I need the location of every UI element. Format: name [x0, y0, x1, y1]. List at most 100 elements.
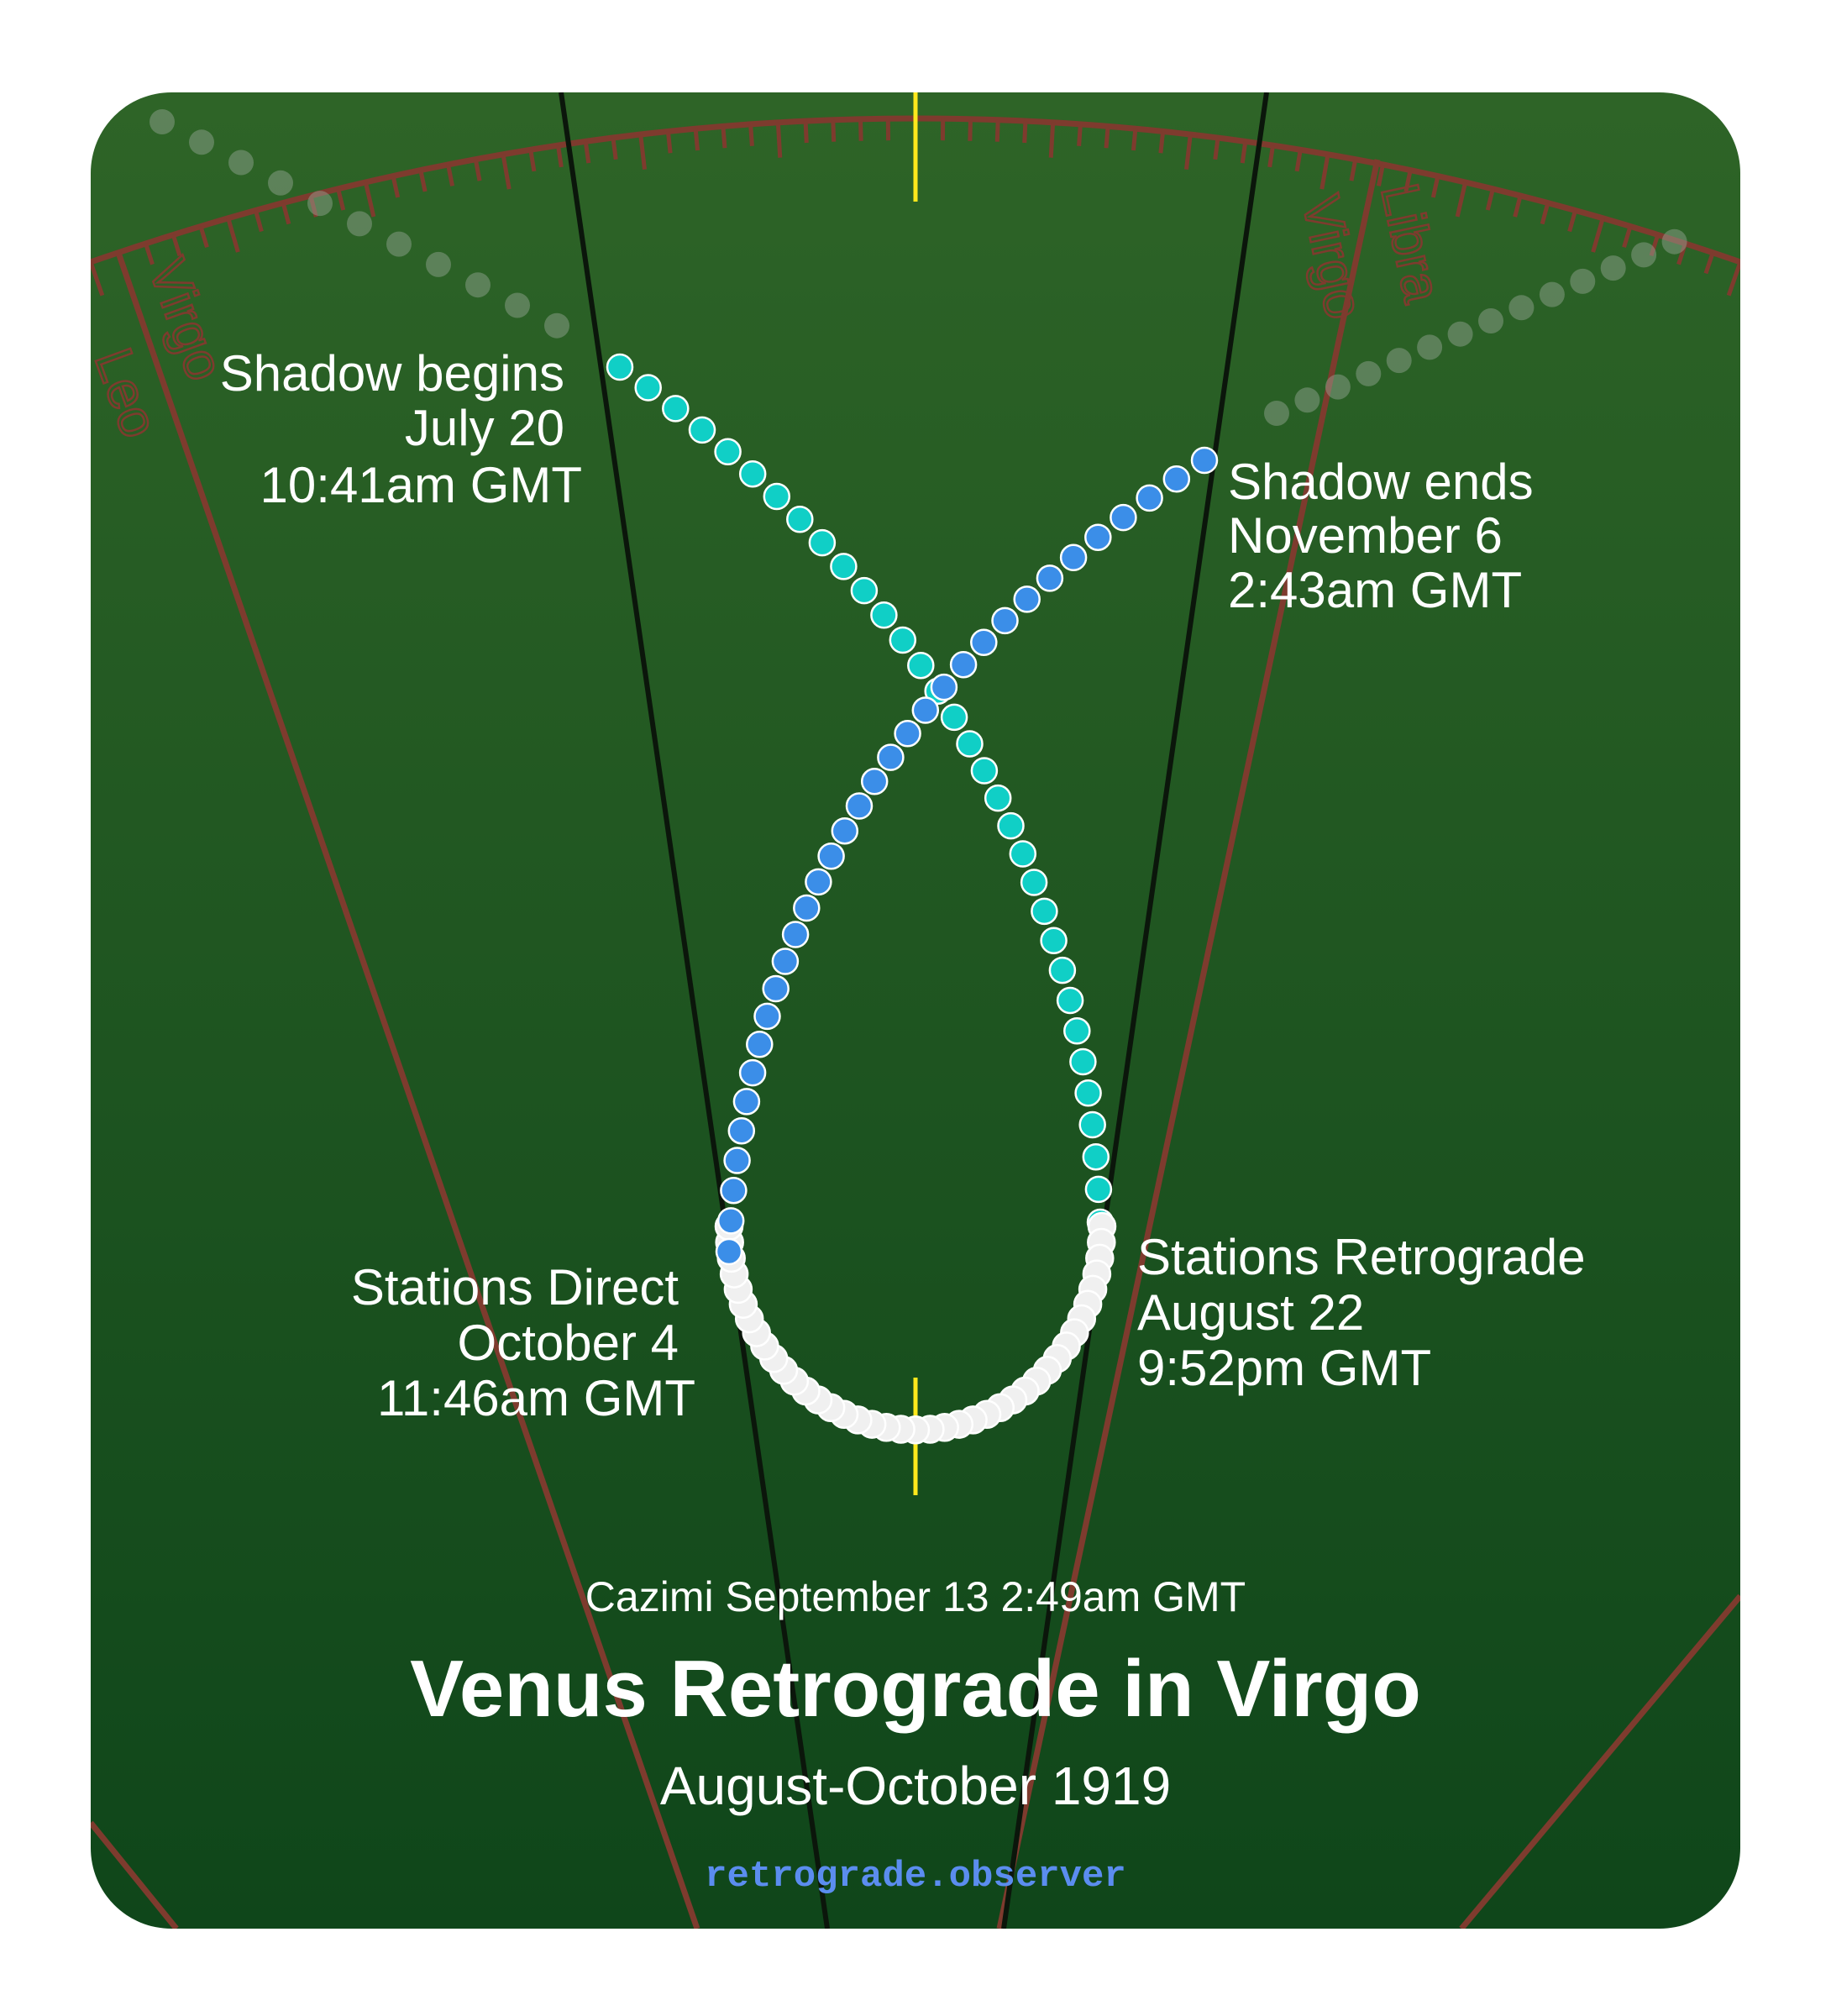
site-link[interactable]: retrograde.observer [705, 1856, 1126, 1898]
degree-tick [1376, 164, 1385, 186]
post-retrograde-dot [771, 948, 800, 975]
degree-tick [528, 149, 537, 172]
degree-tick [583, 141, 591, 164]
post-retrograde-dot [762, 974, 790, 1003]
pre-retrograde-dot [984, 784, 1012, 812]
degree-tick [1703, 251, 1715, 275]
degree-tick [1294, 149, 1303, 172]
pre-retrograde-dot [1009, 840, 1037, 868]
post-retrograde-dot [1190, 446, 1219, 475]
post-retrograde-dot [727, 1116, 756, 1145]
post-retrograde-dot [877, 743, 905, 771]
venus-path [150, 109, 1687, 1445]
post-retrograde-dot [1136, 484, 1163, 512]
degree-tick [721, 126, 727, 149]
retrograde-diagram: Leo Virgo Virgo Libra Shadow begins July… [91, 92, 1740, 1929]
post-shadow-dot [1417, 334, 1443, 360]
stations-direct-label: Stations Direct October 4 11:46am GMT [351, 1259, 695, 1426]
post-retrograde-dot [930, 673, 958, 701]
pre-retrograde-dot [1056, 986, 1084, 1015]
pre-retrograde-dot [1040, 927, 1068, 955]
degree-tick [336, 188, 346, 211]
degree-tick [1513, 195, 1523, 218]
degree-tick [748, 123, 754, 146]
post-retrograde-dot [715, 1237, 743, 1266]
degree-tick [638, 134, 647, 171]
shadow-ends-title: Shadow ends [1228, 454, 1534, 510]
pre-shadow-dot [228, 150, 254, 176]
degree-tick [171, 234, 182, 257]
pre-retrograde-dot [1084, 1175, 1113, 1204]
post-shadow-dot [1264, 401, 1289, 426]
post-shadow-dot [1661, 228, 1687, 255]
post-retrograde-dot [1059, 543, 1088, 572]
stations-retrograde-label: Stations Retrograde August 22 9:52pm GMT [1137, 1229, 1586, 1396]
post-retrograde-dot [1162, 465, 1191, 493]
view-edge-left [559, 92, 830, 1929]
post-shadow-dot [1356, 360, 1382, 386]
pre-shadow-dot [426, 251, 451, 277]
post-retrograde-dot [991, 606, 1019, 635]
degree-tick [473, 159, 482, 181]
pre-retrograde-dot [1078, 1110, 1106, 1139]
post-shadow-dot [1631, 242, 1657, 268]
post-retrograde-dot [831, 816, 859, 845]
degree-tick [253, 209, 264, 233]
degree-tick [831, 119, 837, 142]
stations-direct-title: Stations Direct [351, 1259, 679, 1315]
degree-tick [501, 154, 512, 190]
post-shadow-dot [1294, 387, 1320, 413]
post-retrograde-dot [720, 1176, 748, 1205]
degree-tick [665, 131, 673, 154]
post-retrograde-dot [716, 1207, 745, 1235]
shadow-begins-title: Shadow begins [220, 345, 564, 402]
post-retrograde-dot [793, 894, 821, 922]
degree-tick [1349, 159, 1358, 181]
sign-boundary-virgo-libra [996, 159, 1381, 1929]
post-shadow-dot [1508, 295, 1535, 321]
pre-retrograde-dot [786, 506, 814, 533]
pre-shadow-dot [544, 312, 569, 339]
pre-retrograde-dot [970, 757, 999, 785]
pre-retrograde-dot [714, 438, 742, 466]
shadow-begins-time: 10:41am GMT [260, 457, 582, 513]
degree-tick [994, 119, 1000, 142]
degree-tick [1726, 261, 1740, 297]
post-retrograde-dot [723, 1147, 751, 1174]
degree-tick [1213, 137, 1220, 160]
sign-label-leo: Leo [91, 340, 171, 445]
pre-retrograde-dot [1082, 1142, 1110, 1171]
shadow-ends-time: 2:43am GMT [1228, 562, 1522, 618]
degree-tick [1131, 128, 1138, 151]
pre-shadow-dot [150, 109, 175, 134]
post-retrograde-dot [805, 868, 832, 896]
degree-tick [1540, 202, 1550, 225]
pre-retrograde-dot [889, 626, 917, 654]
sign-boundary-leo-virgo [114, 249, 700, 1929]
degree-tick [1158, 131, 1166, 154]
post-shadow-dot [1386, 348, 1412, 374]
degree-tick [1240, 141, 1248, 164]
pre-retrograde-dot [907, 651, 935, 680]
sign-label-virgo-right: Virgo [1290, 190, 1375, 324]
post-retrograde-dot [1110, 503, 1137, 532]
post-retrograde-dot [753, 1002, 781, 1031]
sign-boundary-libra-scorpio [1459, 1593, 1740, 1929]
pre-shadow-dot [386, 231, 412, 257]
degree-tick [1455, 181, 1468, 218]
post-retrograde-dot [1084, 523, 1112, 551]
degree-tick [1184, 134, 1193, 171]
pre-retrograde-dot [830, 553, 858, 580]
sign-boundary-cancer-leo [91, 1820, 179, 1929]
pre-retrograde-dot [1069, 1047, 1097, 1076]
pre-retrograde-dot [662, 395, 690, 423]
pre-shadow-dot [505, 292, 530, 318]
pre-retrograde-dot [956, 730, 984, 758]
degree-tick [1430, 176, 1440, 198]
post-retrograde-dot [1036, 564, 1064, 592]
chart-card: Leo Virgo Virgo Libra Shadow begins July… [91, 92, 1740, 1929]
post-retrograde-dot [1013, 585, 1041, 613]
shadow-ends-date: November 6 [1228, 507, 1503, 564]
pre-shadow-dot [189, 129, 214, 155]
post-retrograde-dot [738, 1058, 767, 1087]
